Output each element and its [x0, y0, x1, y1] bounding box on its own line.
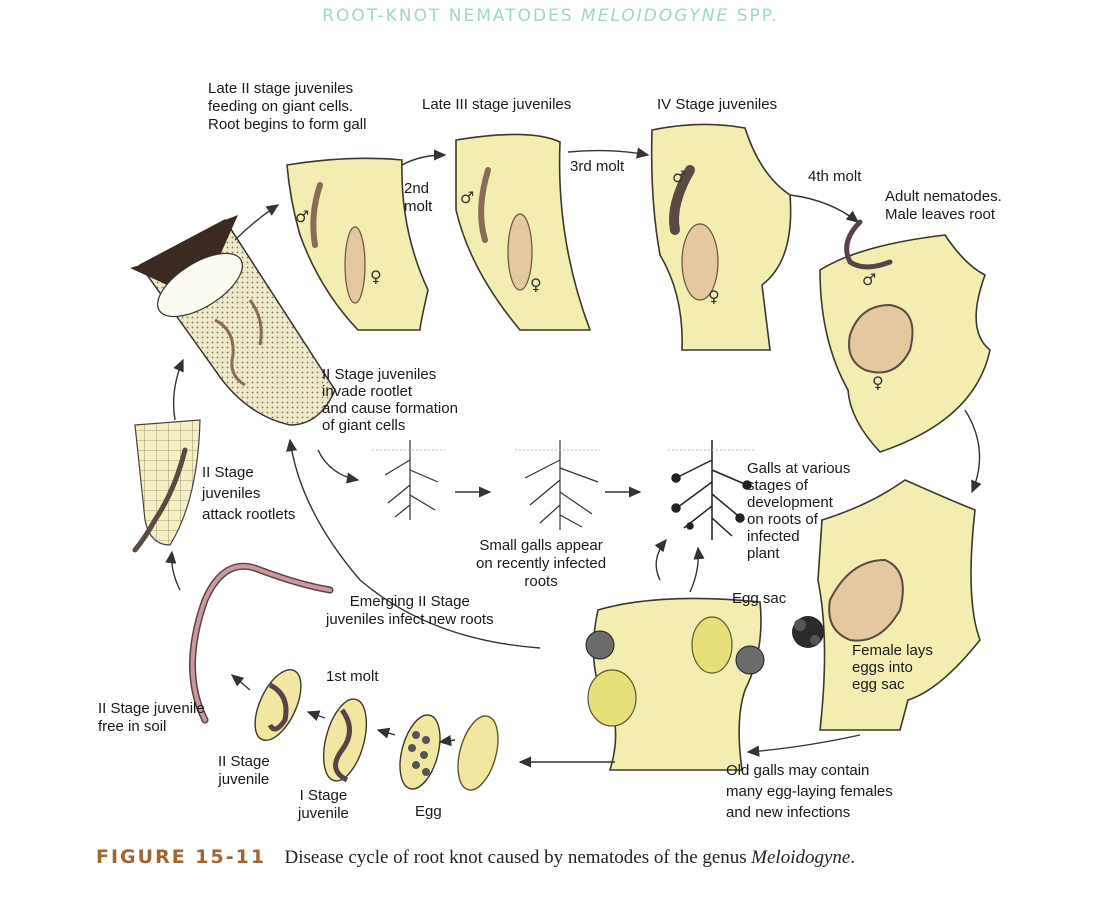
label-invade-rootlet: II Stage juveniles invade rootlet and ca…	[322, 366, 458, 434]
figure-caption: FIGURE 15-11 Disease cycle of root knot …	[96, 846, 1086, 869]
label-free-in-soil: II Stage juvenile free in soil	[98, 700, 205, 735]
caption-text: Disease cycle of root knot caused by nem…	[284, 847, 747, 868]
egg-sac-gall	[792, 479, 981, 731]
label-late-ii-stage: Late II stage juveniles feeding on giant…	[208, 80, 367, 133]
root-system-1	[384, 440, 439, 520]
label-i-stage-juvenile: I Stage juvenile	[298, 787, 349, 822]
root-system-3	[671, 440, 752, 540]
female-symbol-2: ♀	[530, 275, 542, 294]
label-iv-stage: IV Stage juveniles	[657, 96, 778, 113]
label-second-molt: 2nd molt	[404, 180, 433, 215]
page-header: ROOT-KNOT NEMATODES MELOIDOGYNE SPP.	[0, 6, 1101, 26]
header-suffix: SPP.	[736, 6, 779, 26]
male-symbol-3: ♂	[672, 167, 686, 186]
header-prefix: ROOT-KNOT NEMATODES	[322, 6, 574, 26]
late-iii-gall: ♂ ♀	[455, 133, 592, 331]
male-symbol-2: ♂	[460, 188, 474, 207]
label-emerging-juveniles: Emerging II Stage juveniles infect new r…	[326, 593, 494, 628]
iv-stage-gall: ♂ ♀	[650, 123, 792, 351]
label-egg: Egg	[415, 803, 442, 820]
rootlet-illustration	[132, 419, 201, 553]
root-tip-illustration	[130, 215, 336, 426]
label-third-molt: 3rd molt	[570, 158, 625, 175]
old-galls	[585, 597, 765, 771]
female-symbol-1: ♀	[370, 267, 382, 286]
caption-genus: Meloidogyne	[751, 847, 851, 868]
label-female-lays-eggs: Female lays eggs into egg sac	[852, 642, 933, 693]
label-fourth-molt: 4th molt	[808, 168, 862, 185]
label-first-molt: 1st molt	[326, 668, 379, 685]
label-old-galls: Old galls may contain many egg-laying fe…	[726, 762, 893, 821]
cycle-arrows	[165, 147, 982, 768]
second-stage-juvenile	[322, 698, 368, 783]
caption-end: .	[850, 847, 856, 868]
adult-gall: ♂ ♀	[819, 219, 991, 453]
egg-stage	[457, 715, 499, 791]
first-stage-juvenile	[399, 714, 441, 790]
molting-juvenile	[254, 669, 302, 741]
root-system-2	[524, 440, 599, 530]
label-adult-nematodes: Adult nematodes. Male leaves root	[885, 188, 1002, 223]
label-small-galls: Small galls appear on recently infected …	[476, 537, 607, 590]
label-galls-various-stages: Galls at various stages of development o…	[747, 460, 851, 562]
male-symbol-1: ♂	[295, 207, 309, 226]
header-genus: MELOIDOGYNE	[581, 6, 730, 26]
label-ii-stage-juvenile: II Stage juvenile	[218, 753, 270, 788]
figure-number: FIGURE 15-11	[96, 846, 267, 868]
female-symbol-3: ♀	[708, 287, 720, 306]
late-ii-gall: ♂ ♀	[286, 157, 429, 331]
label-egg-sac: Egg sac	[732, 590, 787, 607]
label-late-iii-stage: Late III stage juveniles	[422, 96, 572, 113]
male-symbol-4: ♂	[862, 270, 876, 289]
label-attack-rootlets: II Stage juveniles attack rootlets	[202, 464, 296, 523]
female-symbol-4: ♀	[872, 373, 884, 392]
